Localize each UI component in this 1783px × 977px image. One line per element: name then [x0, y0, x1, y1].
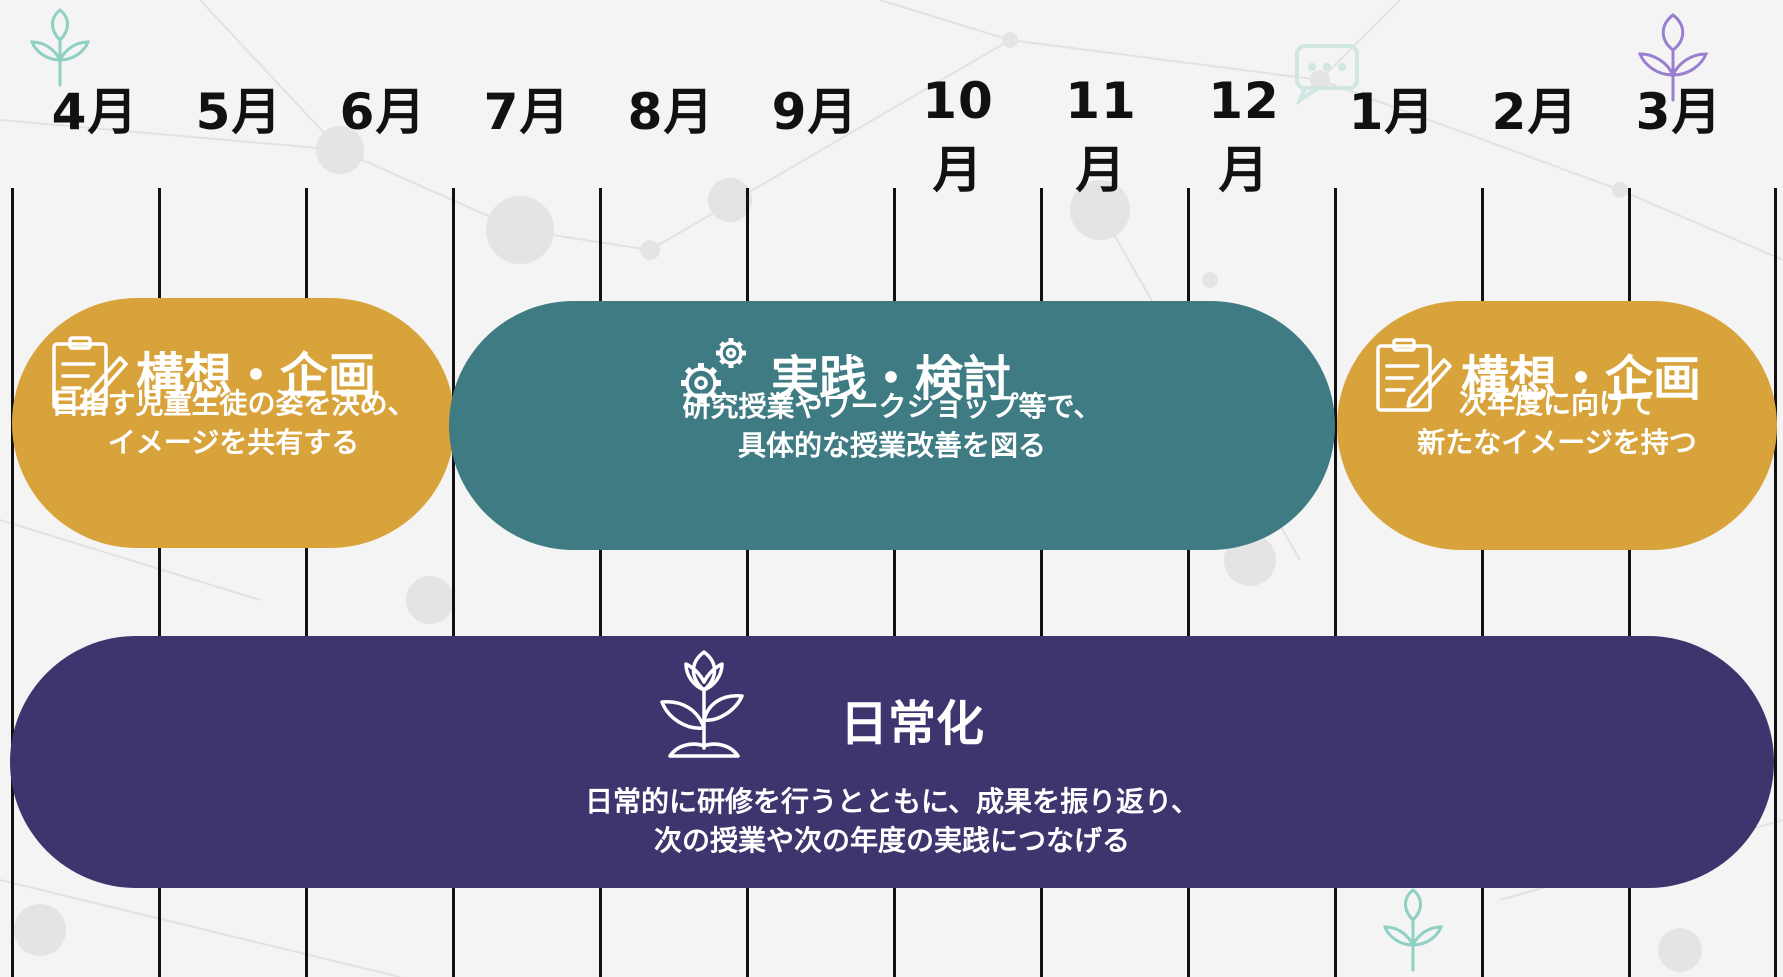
month-divider-line [893, 188, 896, 977]
phase-title: 構想・企画 [1461, 351, 1702, 407]
phase-description-line: 目指す児童生徒の姿を決め、 [51, 387, 416, 420]
month-label-jan: 1月 [1348, 83, 1436, 141]
phase-description-line: 具体的な授業改善を図る [737, 429, 1046, 462]
month-divider-line [305, 188, 308, 977]
phase-description-line: 次年度に向けて [1458, 387, 1655, 420]
month-divider-line [1040, 188, 1043, 977]
month-label-aug: 8月 [627, 83, 715, 141]
phase-description: 次年度に向けて 新たなイメージを持つ [1337, 384, 1777, 462]
phase-description: 目指す児童生徒の姿を決め、 イメージを共有する [12, 384, 455, 462]
month-label-sep: 9月 [771, 83, 859, 141]
phase-title: 日常化 [840, 696, 985, 752]
phase-description-line: 研究授業やワークショップ等で、 [682, 390, 1102, 423]
gears-icon [681, 338, 746, 403]
phase-practice: 実践・検討 研究授業やワークショップ等で、 具体的な授業改善を図る [449, 301, 1335, 550]
clipboard-pencil-icon [1376, 338, 1452, 412]
month-label-oct: 10月 [922, 72, 994, 199]
month-divider-line [746, 188, 749, 977]
phase-plan-early: 構想・企画 目指す児童生徒の姿を決め、 イメージを共有する [12, 298, 455, 548]
month-label-mar: 3月 [1635, 83, 1723, 141]
month-label-nov: 11月 [1065, 72, 1137, 199]
month-label-dec: 12月 [1208, 72, 1280, 199]
month-divider-line [1774, 188, 1777, 977]
phase-plan-next-year: 構想・企画 次年度に向けて 新たなイメージを持つ [1337, 301, 1777, 550]
month-divider-line [1187, 188, 1190, 977]
phase-description-line: 日常的に研修を行うとともに、成果を振り返り、 [584, 785, 1200, 818]
phase-description-line: イメージを共有する [107, 426, 360, 459]
month-divider-line [1628, 188, 1631, 977]
clipboard-pencil-icon [52, 336, 128, 410]
month-label-may: 5月 [195, 83, 283, 141]
phase-title: 実践・検討 [771, 351, 1012, 407]
month-divider-line [1334, 188, 1337, 977]
month-divider-line [452, 188, 455, 977]
month-label-jun: 6月 [339, 83, 427, 141]
month-divider-line [158, 188, 161, 977]
month-label-feb: 2月 [1491, 83, 1579, 141]
month-divider-line [599, 188, 602, 977]
phase-description-line: 新たなイメージを持つ [1417, 426, 1697, 459]
month-divider-line [11, 188, 14, 977]
month-label-apr: 4月 [51, 83, 139, 141]
phase-description-line: 次の授業や次の年度の実践につなげる [653, 824, 1130, 857]
phase-title: 構想・企画 [136, 348, 377, 404]
month-divider-line [1481, 188, 1484, 977]
phase-description: 日常的に研修を行うとともに、成果を振り返り、 次の授業や次の年度の実践につなげる [10, 782, 1774, 860]
phase-description: 研究授業やワークショップ等で、 具体的な授業改善を図る [449, 387, 1335, 465]
month-label-jul: 7月 [483, 83, 571, 141]
sprout-icon [660, 650, 744, 758]
phase-routine: 日常化 日常的に研修を行うとともに、成果を振り返り、 次の授業や次の年度の実践に… [10, 636, 1774, 888]
